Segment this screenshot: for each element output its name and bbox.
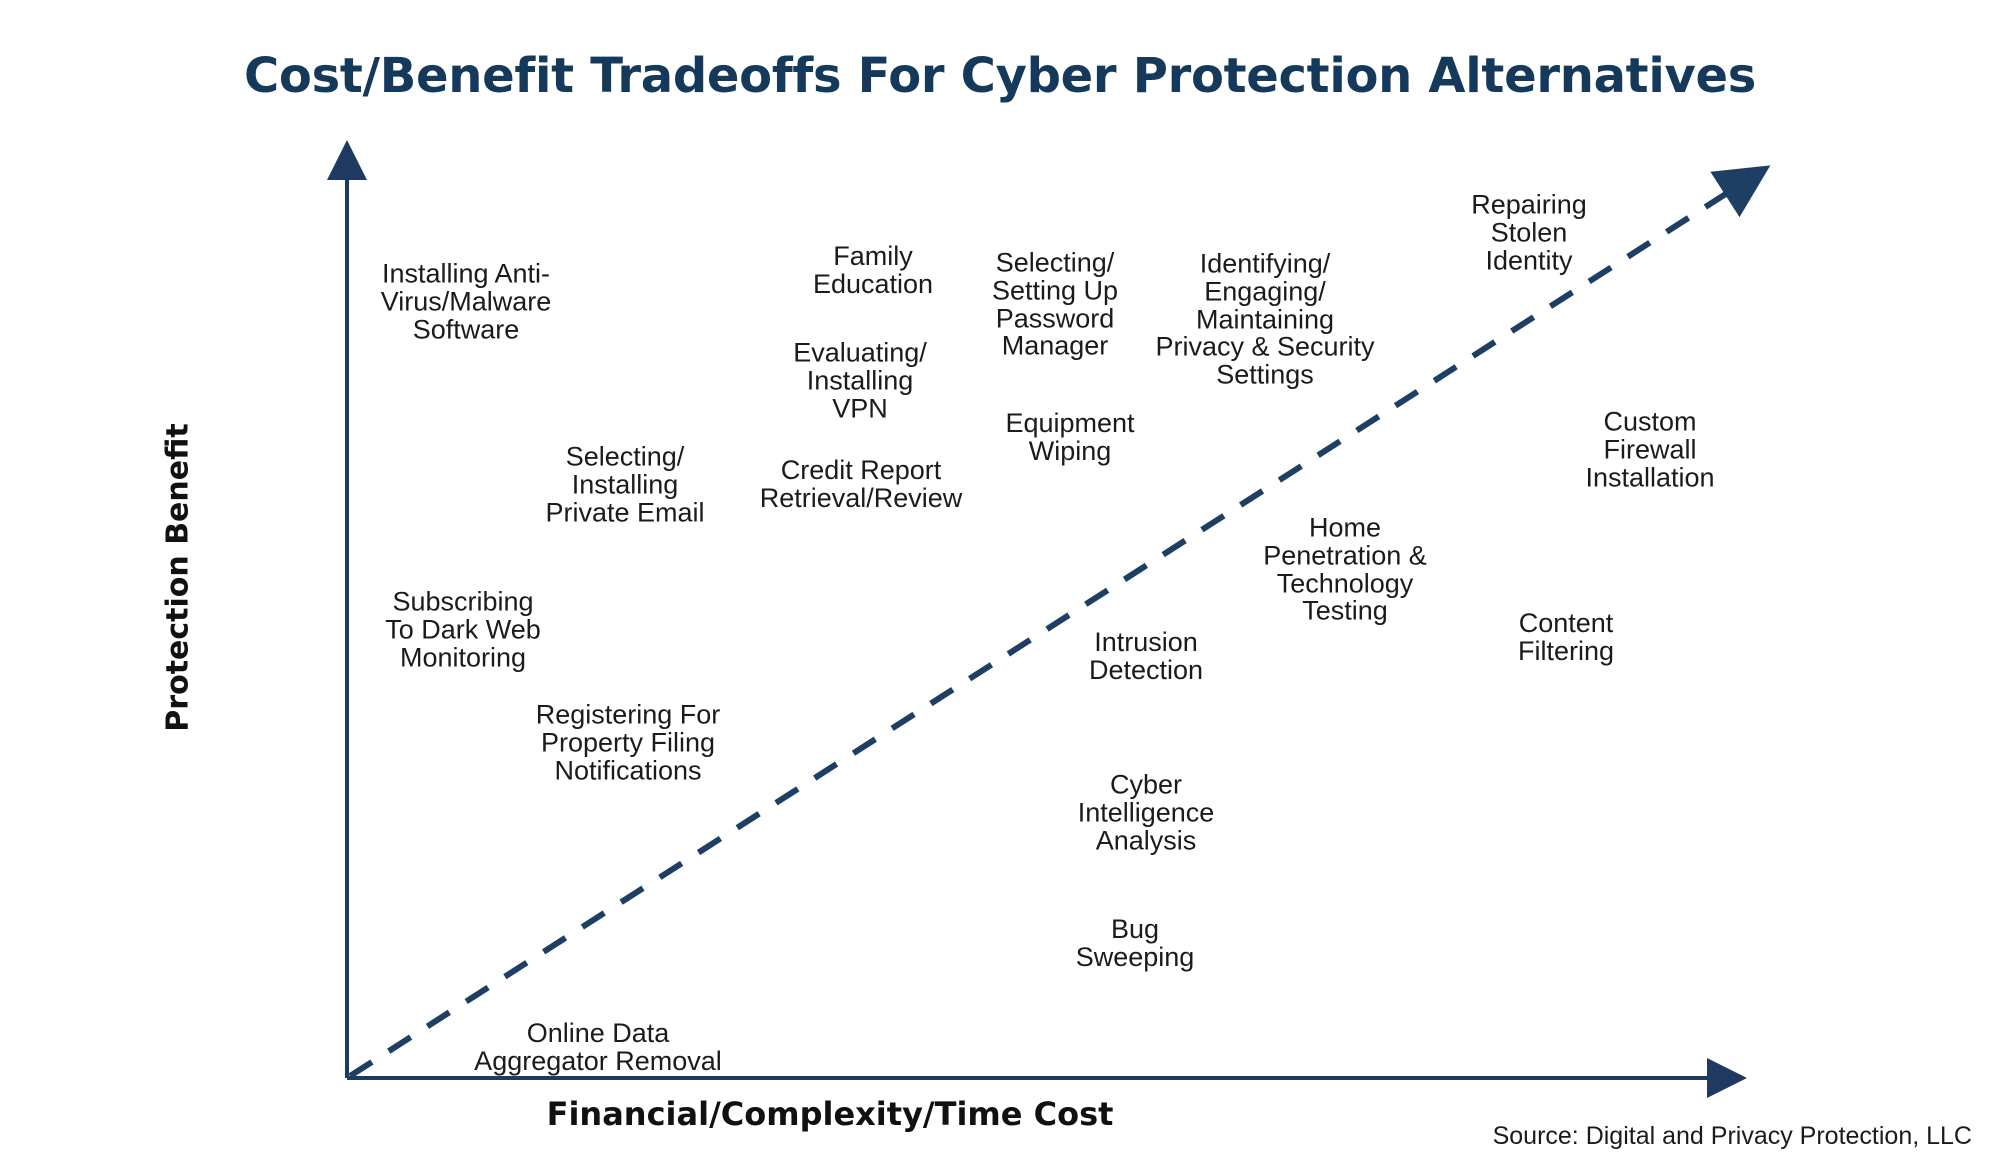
data-label-evaluating-installing-vpn: Evaluating/ Installing VPN	[793, 337, 927, 423]
data-label-credit-report-retrieval: Credit Report Retrieval/Review	[759, 455, 963, 513]
page-title: Cost/Benefit Tradeoffs For Cyber Protect…	[244, 48, 1756, 104]
source-attribution: Source: Digital and Privacy Protection, …	[1492, 1122, 1972, 1150]
data-label-property-filing-notifications: Registering For Property Filing Notifica…	[535, 699, 721, 785]
data-label-bug-sweeping: Bug Sweeping	[1075, 914, 1195, 972]
data-label-privacy-security-settings: Identifying/ Engaging/ Maintaining Priva…	[1155, 248, 1375, 390]
data-label-private-email: Selecting/ Installing Private Email	[545, 441, 705, 527]
data-label-online-data-aggregator-removal: Online Data Aggregator Removal	[474, 1018, 722, 1076]
data-label-intrusion-detection: Intrusion Detection	[1088, 627, 1204, 685]
data-label-home-penetration-testing: Home Penetration & Technology Testing	[1263, 512, 1427, 626]
data-label-equipment-wiping: Equipment Wiping	[1005, 408, 1135, 466]
data-label-cyber-intelligence-analysis: Cyber Intelligence Analysis	[1077, 769, 1215, 855]
data-label-dark-web-monitoring: Subscribing To Dark Web Monitoring	[385, 586, 541, 672]
data-label-repairing-stolen-identity: Repairing Stolen Identity	[1471, 189, 1587, 275]
y-axis-label: Protection Benefit	[160, 423, 196, 732]
data-label-family-education: Family Education	[812, 241, 934, 299]
x-axis-label: Financial/Complexity/Time Cost	[546, 1095, 1114, 1133]
data-label-content-filtering: Content Filtering	[1517, 608, 1615, 666]
data-label-password-manager: Selecting/ Setting Up Password Manager	[991, 247, 1119, 361]
data-label-installing-anti-virus: Installing Anti- Virus/Malware Software	[380, 258, 552, 344]
data-label-custom-firewall-installation: Custom Firewall Installation	[1585, 406, 1715, 492]
